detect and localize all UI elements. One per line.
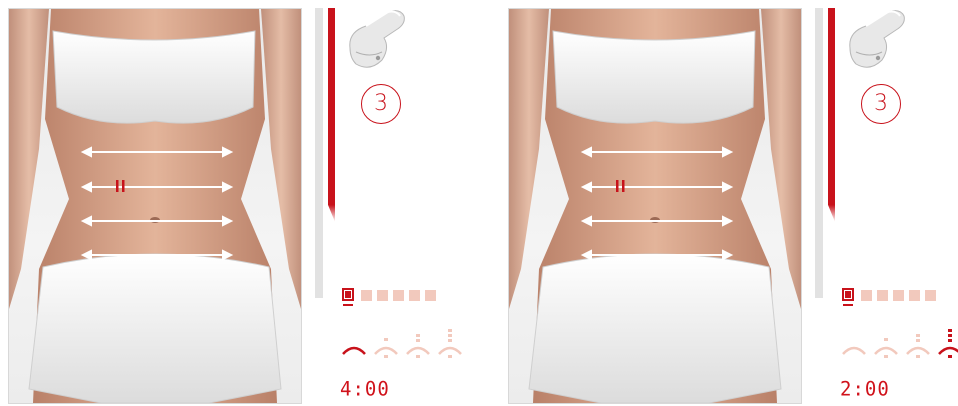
mode-arc-bars-icon xyxy=(904,328,932,358)
level-segment xyxy=(361,290,372,301)
level-segment xyxy=(893,290,904,301)
mode-arc-stack-icon xyxy=(436,328,464,358)
treatment-panel-1: 3 4:00 xyxy=(0,0,479,406)
mode-arc-stack-icon xyxy=(936,328,958,358)
treatment-panel-2: 3 2:00 xyxy=(500,0,958,406)
side-bar-red xyxy=(328,8,335,222)
level-segment xyxy=(377,290,388,301)
level-underline xyxy=(843,304,853,306)
mode-selector xyxy=(840,328,958,362)
level-segment-active xyxy=(842,288,854,301)
massager-device-icon xyxy=(844,8,912,72)
step-number: 3 xyxy=(861,84,901,124)
level-segment-active xyxy=(342,288,354,301)
level-segment xyxy=(425,290,436,301)
mode-arc-icon xyxy=(340,328,368,358)
level-segment xyxy=(925,290,936,301)
abdomen-illustration xyxy=(508,8,802,404)
mode-arc-dash-icon xyxy=(872,328,900,358)
mode-selector xyxy=(340,328,470,362)
level-segment xyxy=(861,290,872,301)
step-number: 3 xyxy=(361,84,401,124)
massager-device-icon xyxy=(344,8,412,72)
side-bar-gray xyxy=(815,8,823,298)
timer-display: 4:00 xyxy=(340,377,390,400)
side-bar-red xyxy=(828,8,835,222)
level-segment xyxy=(909,290,920,301)
mode-arc-icon xyxy=(840,328,868,358)
level-segment xyxy=(393,290,404,301)
mode-arc-bars-icon xyxy=(404,328,432,358)
level-segment xyxy=(877,290,888,301)
abdomen-illustration xyxy=(8,8,302,404)
level-underline xyxy=(343,304,353,306)
level-segment xyxy=(409,290,420,301)
side-bar-gray xyxy=(315,8,323,298)
mode-arc-dash-icon xyxy=(372,328,400,358)
timer-display: 2:00 xyxy=(840,377,890,400)
